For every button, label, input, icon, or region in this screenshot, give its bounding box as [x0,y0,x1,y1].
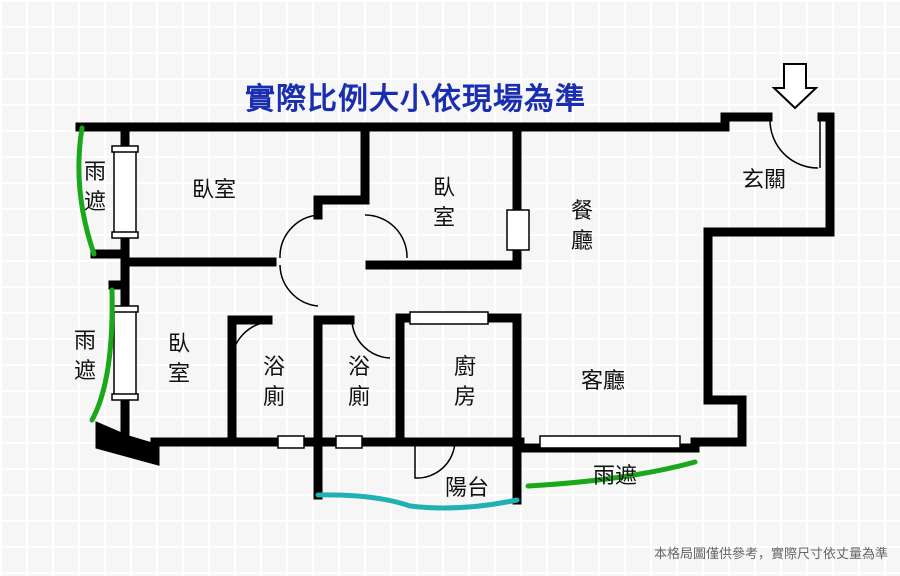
room-label-bath-1: 浴廁 [262,355,285,410]
room-label-dining: 餐廳 [570,199,593,254]
room-label-entrance: 玄關 [742,168,787,193]
entry-arrow-icon [771,63,819,110]
door-swings [231,119,821,479]
windows [111,145,681,449]
page-title: 實際比例大小依現場為準 [245,82,586,117]
room-label-bedroom-2: 臥室 [432,176,455,231]
canopies [76,125,698,511]
disclaimer-note: 本格局圖僅供參考，實際尺寸依丈量為準 [653,547,888,562]
room-label-kitchen: 廚房 [453,355,476,410]
room-label-balcony: 陽台 [445,476,490,501]
room-label-bath-2: 浴廁 [347,355,370,410]
room-label-canopy-top-left: 雨遮 [83,160,106,215]
room-label-canopy-mid-left: 雨遮 [73,329,96,384]
room-label-canopy-bottom: 雨遮 [593,464,638,489]
room-label-bedroom-1: 臥室 [192,178,237,203]
room-label-living: 客廳 [581,369,626,394]
room-label-bedroom-3: 臥室 [167,332,190,387]
walls [75,112,835,505]
